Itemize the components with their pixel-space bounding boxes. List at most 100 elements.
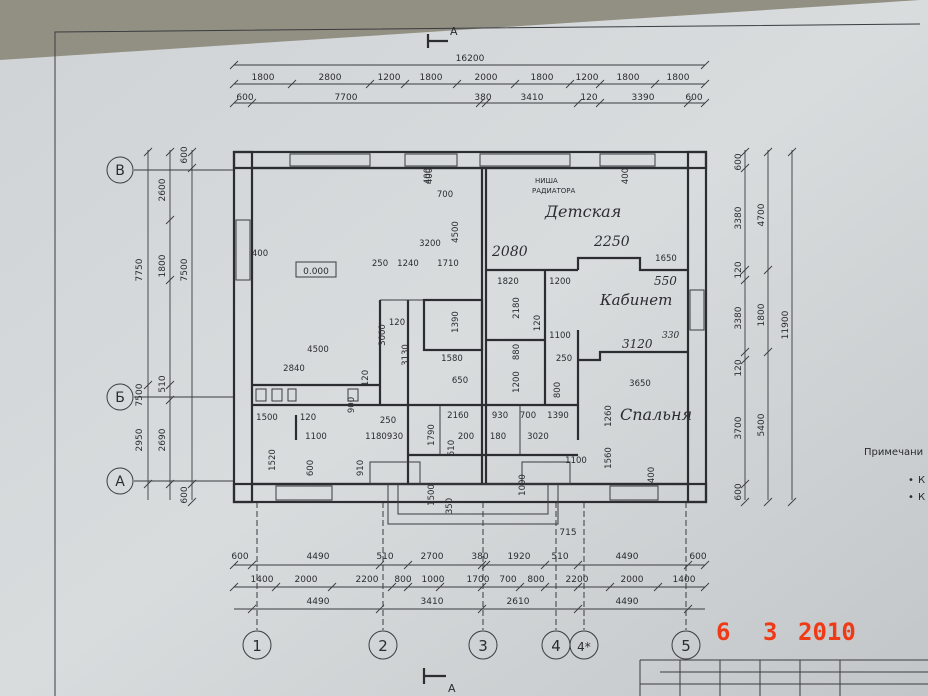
axis-label: 2 <box>378 637 388 655</box>
dimension-label: 250 <box>380 416 396 426</box>
dimension-label: 400 <box>425 168 435 184</box>
dimension-label: 910 <box>356 460 366 476</box>
axis-label: В <box>115 163 125 179</box>
note-bullet-text: К <box>918 492 925 503</box>
handwritten-dimension: 3120 <box>622 337 653 351</box>
room-label-childroom: Детская <box>544 202 621 221</box>
dimension-tick <box>540 582 550 592</box>
axis-label: 1 <box>252 637 262 655</box>
dimension-tick <box>740 347 750 357</box>
dimension-label: 2950 <box>135 428 145 451</box>
axis-bubble <box>468 630 498 660</box>
dimension-tick <box>187 497 197 507</box>
dimension-tick <box>740 355 750 365</box>
axis-label: Б <box>115 390 125 406</box>
niche-label-line2: РАДИАТОРА <box>532 187 576 195</box>
right-dimension-columns: 6003380120338012037006004700180054001190… <box>734 153 791 500</box>
dimension-label: 250 <box>556 354 572 364</box>
notes-title: Примечани <box>864 447 923 458</box>
axis-label: 4 <box>551 637 561 655</box>
dimension-label: 3410 <box>521 93 544 103</box>
dimension-label: 1390 <box>547 411 569 421</box>
dimension-label: 3130 <box>401 344 411 366</box>
dimension-label: 3390 <box>632 93 655 103</box>
dimension-label: 1580 <box>441 354 463 364</box>
dimension-tick <box>229 560 239 570</box>
dimension-tick <box>143 147 153 157</box>
dimension-tick <box>573 582 583 592</box>
dimension-label: 200 <box>458 432 474 442</box>
dimension-label: 2840 <box>283 364 305 374</box>
date-stamp-month: 3 <box>763 618 777 646</box>
dimension-tick <box>477 560 487 570</box>
dimension-label: 7500 <box>135 383 145 406</box>
dimension-tick <box>763 147 773 157</box>
dimension-tick <box>327 582 337 592</box>
dimension-tick <box>271 582 281 592</box>
dimension-label: 1390 <box>451 311 461 333</box>
dimension-tick <box>247 98 257 108</box>
dimension-label: 400 <box>621 168 631 184</box>
axis-bubble <box>242 630 272 660</box>
note-bullet: • <box>908 475 914 486</box>
dimension-tick <box>740 265 750 275</box>
dimension-tick <box>605 582 615 592</box>
dimension-label: 2160 <box>447 411 469 421</box>
dimension-label: 7700 <box>335 93 358 103</box>
dimension-label: 400 <box>423 168 433 184</box>
dimension-label: 715 <box>559 528 576 538</box>
dimension-label: 2200 <box>356 575 379 585</box>
dimension-label: 2200 <box>566 575 589 585</box>
dimension-label: 880 <box>512 344 522 360</box>
section-mark-label: A <box>450 25 458 38</box>
dimension-label: 1710 <box>437 259 459 269</box>
dimension-label: 1800 <box>252 73 275 83</box>
axis-bubble <box>106 383 134 411</box>
dimension-label: 510 <box>447 440 457 456</box>
dimension-label: 1560 <box>604 447 614 469</box>
dimension-tick <box>700 60 710 70</box>
dimension-label: 600 <box>734 483 744 500</box>
dimension-label: 3000 <box>378 324 388 346</box>
dimension-label: 800 <box>527 575 544 585</box>
frame-border <box>54 23 921 696</box>
dimension-tick <box>650 79 660 89</box>
dimension-label: 120 <box>300 413 316 423</box>
handwritten-dimension: 2250 <box>593 234 630 250</box>
dimension-label: 1100 <box>565 456 587 466</box>
dimension-label: 1820 <box>497 277 519 287</box>
dimension-tick <box>763 265 773 275</box>
dimension-tick <box>229 60 239 70</box>
dimension-label: 1800 <box>420 73 443 83</box>
dimension-tick <box>187 147 197 157</box>
dimension-tick <box>763 347 773 357</box>
dimension-label: 1800 <box>757 303 767 326</box>
dimension-label: 2700 <box>421 552 444 562</box>
dimension-tick <box>700 98 710 108</box>
dimension-label: 120 <box>734 359 744 376</box>
dimension-label: 1500 <box>256 413 278 423</box>
dimension-label: 5400 <box>757 413 767 436</box>
dimension-tick <box>403 582 413 592</box>
axis-label: А <box>115 474 125 490</box>
dimension-label: 1260 <box>604 405 614 427</box>
axis-bubble <box>671 630 701 660</box>
dimension-tick <box>475 98 485 108</box>
dimension-tick <box>595 79 605 89</box>
dimension-tick <box>400 79 410 89</box>
dimension-tick <box>515 582 525 592</box>
dimension-tick <box>683 560 693 570</box>
axis-bubble <box>106 467 134 495</box>
dimension-label: 7500 <box>180 258 190 281</box>
dimension-tick <box>452 79 462 89</box>
dimension-tick <box>477 582 487 592</box>
dimension-label: 4700 <box>757 203 767 226</box>
dimension-tick <box>683 98 693 108</box>
